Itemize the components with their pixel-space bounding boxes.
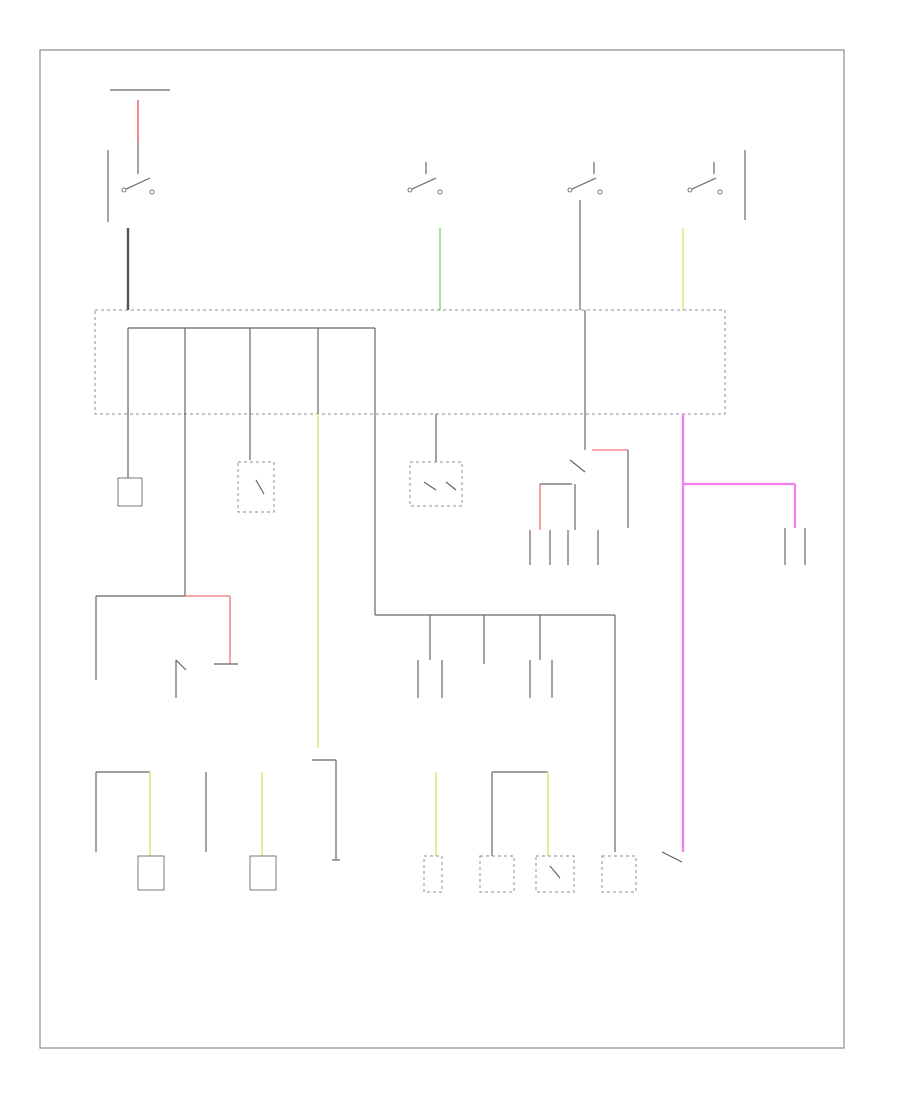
ignition-switch-4 (687, 150, 746, 220)
component-box-bottom-4 (479, 855, 515, 893)
switch-box-2 (409, 461, 463, 507)
component-block-bottom-1 (137, 855, 165, 891)
ignition-switch-3 (567, 162, 603, 195)
fuses (127, 310, 586, 414)
component-block-bottom-2 (249, 855, 277, 891)
fuse-box (94, 309, 726, 415)
component-box-bottom-5 (535, 855, 575, 893)
component-box-bottom-3 (423, 855, 443, 893)
diagram-frame (39, 49, 845, 1049)
ignition-switch-2 (407, 162, 443, 195)
switch-box-1 (237, 461, 275, 513)
component-box-bottom-6 (601, 855, 637, 893)
component-block-1 (117, 477, 143, 507)
ignition-switch-1 (107, 150, 155, 222)
